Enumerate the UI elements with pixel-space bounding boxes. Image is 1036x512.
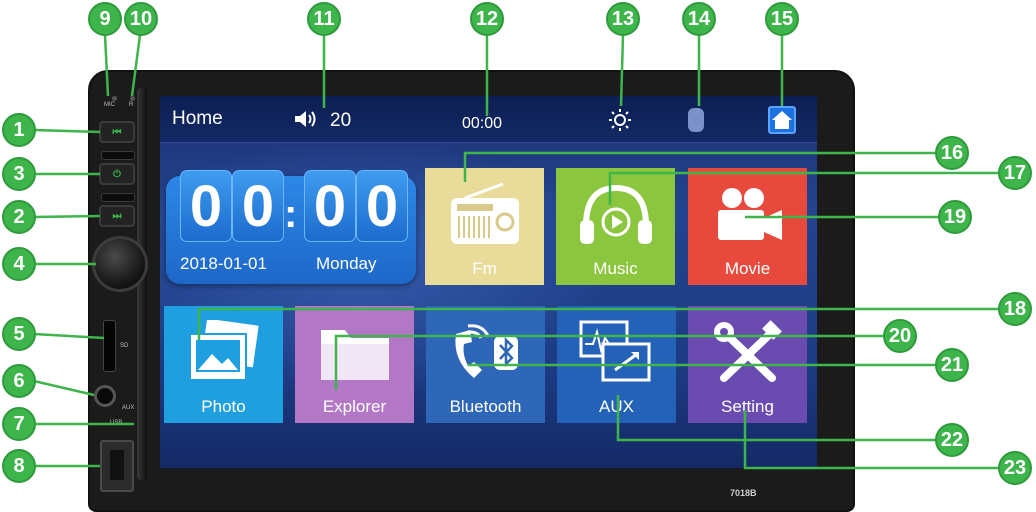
radio-icon bbox=[451, 182, 519, 244]
fm-label: Fm bbox=[472, 259, 497, 278]
callout-1: 1 bbox=[2, 113, 36, 147]
callout-14: 14 bbox=[682, 2, 716, 36]
minute-tens-digit: 0 bbox=[304, 170, 356, 242]
house-icon bbox=[772, 111, 792, 129]
aux-jack[interactable] bbox=[94, 385, 116, 407]
sd-card-slot[interactable] bbox=[103, 320, 116, 372]
callout-17: 17 bbox=[998, 156, 1032, 190]
bezel-edge bbox=[137, 88, 147, 480]
photo-tile[interactable]: Photo bbox=[164, 306, 283, 423]
callout-20: 20 bbox=[883, 319, 917, 353]
callout-9: 9 bbox=[88, 2, 122, 36]
mic-hole bbox=[112, 96, 117, 101]
explorer-tile[interactable]: Explorer bbox=[295, 306, 414, 423]
setting-label: Setting bbox=[721, 397, 774, 416]
music-label: Music bbox=[593, 259, 638, 278]
headphones-icon bbox=[580, 184, 652, 244]
aux-icon bbox=[579, 320, 651, 382]
callout-13: 13 bbox=[606, 2, 640, 36]
callout-23: 23 bbox=[998, 451, 1032, 485]
hour-ones-digit: 0 bbox=[232, 170, 284, 242]
clock-colon: : bbox=[284, 192, 298, 236]
callout-6: 6 bbox=[2, 364, 36, 398]
button-slot bbox=[101, 193, 135, 202]
fm-tile[interactable]: Fm bbox=[425, 168, 544, 285]
callout-5: 5 bbox=[2, 317, 36, 351]
reset-label: R bbox=[129, 102, 134, 108]
sd-label: SD bbox=[120, 343, 129, 349]
callout-12: 12 bbox=[470, 2, 504, 36]
status-time: 00:00 bbox=[462, 115, 503, 132]
button-slot bbox=[101, 151, 135, 160]
photo-label: Photo bbox=[201, 397, 246, 416]
usb-port[interactable] bbox=[100, 440, 134, 492]
callout-7: 7 bbox=[2, 407, 36, 441]
callout-21: 21 bbox=[935, 348, 969, 382]
model-label: 7018B bbox=[730, 488, 757, 498]
clock-widget[interactable]: 0 0 : 0 0 2018-01-01 Monday bbox=[166, 170, 416, 284]
movie-tile[interactable]: Movie bbox=[688, 168, 807, 285]
clock-weekday: Monday bbox=[316, 254, 377, 273]
bluetooth-label: Bluetooth bbox=[449, 397, 522, 416]
callout-18: 18 bbox=[998, 292, 1032, 326]
callout-11: 11 bbox=[307, 2, 341, 36]
aux-tile-label: AUX bbox=[599, 397, 634, 416]
callout-3: 3 bbox=[2, 157, 36, 191]
volume-value: 20 bbox=[330, 110, 352, 131]
head-unit-screen: Home 20 00:00 0 0 : 0 0 bbox=[160, 96, 817, 468]
volume-icon[interactable] bbox=[294, 109, 318, 129]
callout-16: 16 bbox=[935, 136, 969, 170]
callout-2: 2 bbox=[2, 200, 36, 234]
callout-22: 22 bbox=[935, 423, 969, 457]
clock-date: 2018-01-01 bbox=[180, 254, 267, 273]
music-tile[interactable]: Music bbox=[556, 168, 675, 285]
home-button[interactable] bbox=[768, 106, 796, 134]
folder-icon bbox=[321, 330, 389, 380]
photo-icon bbox=[189, 320, 259, 381]
aux-label: AUX bbox=[122, 405, 135, 411]
brightness-icon[interactable] bbox=[608, 108, 632, 132]
minute-ones-digit: 0 bbox=[356, 170, 408, 242]
mic-label: MIC bbox=[104, 102, 115, 108]
hour-tens-digit: 0 bbox=[180, 170, 232, 242]
bluetooth-status-icon bbox=[688, 108, 704, 132]
movie-label: Movie bbox=[724, 259, 771, 278]
reset-hole[interactable] bbox=[130, 96, 135, 101]
callout-15: 15 bbox=[765, 2, 799, 36]
callout-10: 10 bbox=[124, 2, 158, 36]
explorer-label: Explorer bbox=[322, 397, 387, 416]
callout-19: 19 bbox=[938, 200, 972, 234]
status-bar: Home 20 00:00 bbox=[160, 96, 817, 143]
callout-8: 8 bbox=[2, 449, 36, 483]
home-title: Home bbox=[172, 108, 223, 129]
callout-4: 4 bbox=[2, 247, 36, 281]
